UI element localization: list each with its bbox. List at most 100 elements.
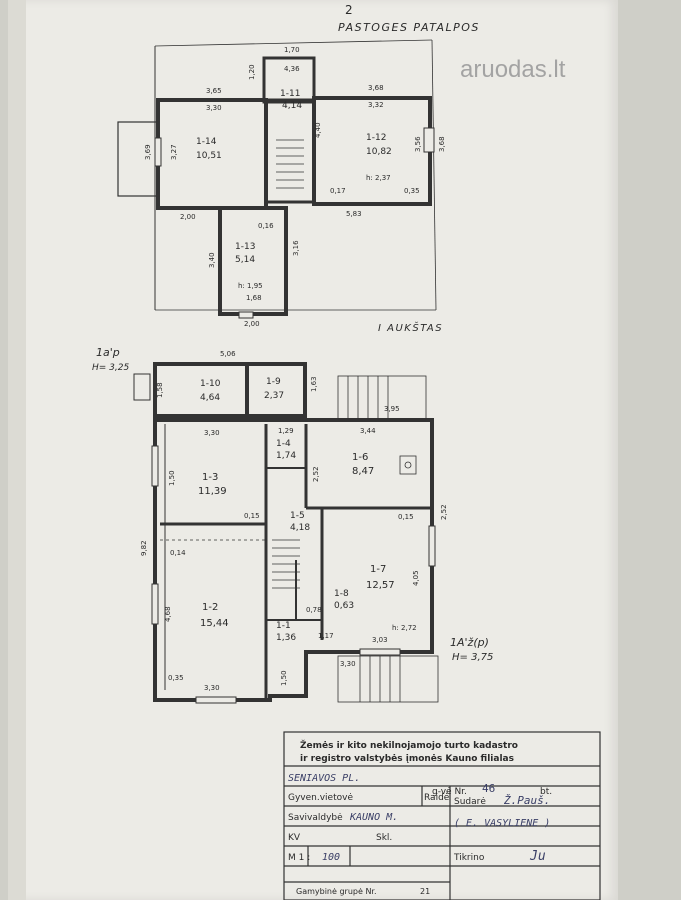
room-area: 15,44 [200, 618, 229, 629]
savivaldybe-label: Savivaldybė [288, 813, 343, 823]
gve-label: g-vė Nr. [432, 787, 467, 797]
raid-label: Raidė [424, 793, 450, 803]
first-floor-plan [133, 362, 439, 704]
dimension-label: 3,16 [292, 240, 300, 256]
room-id: 1-7 [370, 564, 386, 575]
dimension-label: 3,03 [372, 636, 388, 644]
gve-value: 46 [482, 782, 495, 795]
dimension-label: 3,69 [144, 144, 152, 160]
watermark-logo: aruodas.lt [460, 56, 566, 83]
dimension-label: 0,35 [168, 674, 184, 682]
dimension-label: 3,27 [170, 144, 178, 160]
dimension-label: 4,68 [164, 606, 172, 622]
dimension-label: 3,40 [208, 252, 216, 268]
room-id: 1-5 [290, 511, 305, 521]
tikrino-sign: Ju [529, 849, 546, 864]
sudare-sign: Ž.Pauš. [503, 794, 550, 807]
dimension-label: 1,50 [168, 470, 176, 486]
room-id: 1-2 [202, 602, 218, 613]
savivaldybe-value: KAUNO M. [349, 812, 398, 823]
dimension-label: 3,30 [340, 660, 356, 668]
dimension-label: 1,63 [310, 376, 318, 392]
room-area: 0,63 [334, 601, 354, 611]
bottom-label: Gamybinė grupė Nr. [296, 887, 377, 896]
dimension-label: 4,40 [314, 122, 322, 138]
room-area: 1,36 [276, 633, 296, 643]
page-number: 2 [345, 3, 353, 17]
dimension-label: 0,15 [398, 513, 414, 521]
dimension-label: 0,35 [404, 187, 420, 195]
scale-label: M 1 : [288, 853, 310, 863]
page-edge [8, 0, 26, 900]
dimension-label: 3,65 [206, 87, 222, 95]
room-id: 1-4 [276, 439, 291, 449]
compiler-name: ( E. VASYLIENE ) [454, 818, 550, 829]
first-floor-title: I AUKŠTAS [378, 321, 443, 334]
stamp-title-line1: Žemės ir kito nekilnojamojo turto kadast… [300, 739, 518, 751]
block-height: H= 3,25 [92, 363, 129, 373]
room-area: 12,57 [366, 580, 395, 591]
stamp-title-line2: ir registro valstybės įmonės Kauno filia… [300, 754, 514, 764]
dimension-label: 1,68 [246, 294, 262, 302]
dimension-label: 0,17 [330, 187, 346, 195]
dimension-label: 3,68 [438, 136, 446, 152]
dimension-label: 3,44 [360, 427, 376, 435]
attic-room-area: 10,82 [366, 147, 392, 157]
room-id: 1-1 [276, 621, 291, 631]
dimension-label: 0,16 [258, 222, 274, 230]
skl-label: Skl. [376, 833, 392, 843]
attic-room-id: 1-11 [280, 89, 300, 99]
room-area: 11,39 [198, 486, 227, 497]
block-label: 1a'p [96, 346, 120, 359]
room-id: 1-10 [200, 379, 221, 389]
dimension-label: 5,06 [220, 350, 236, 358]
room-id: 1-3 [202, 472, 218, 483]
room-area: 1,74 [276, 451, 296, 461]
dimension-label: 1,58 [156, 382, 164, 398]
dimension-label: 1,20 [248, 64, 256, 80]
gyven-label: Gyven.vietovė [288, 793, 353, 803]
dimension-label: 2,52 [440, 504, 448, 520]
attic-room-area: 4,14 [282, 101, 302, 111]
height-label: h: 2,72 [392, 624, 417, 632]
dimension-label: 2,00 [180, 213, 196, 221]
room-id: 1-6 [352, 452, 368, 463]
dimension-label: 3,30 [204, 429, 220, 437]
dimension-label: 3,68 [368, 84, 384, 92]
dimension-label: 1,50 [280, 670, 288, 686]
scale-value: 100 [322, 852, 340, 863]
room-area: 2,37 [264, 391, 284, 401]
dimension-label: 4,05 [412, 570, 420, 586]
dimension-label: 2,52 [312, 466, 320, 482]
height-label: h: 2,37 [366, 174, 391, 182]
dimension-label: 3,30 [206, 104, 222, 112]
bottom-value: 21 [420, 887, 430, 896]
attic-room-id: 1-14 [196, 137, 217, 147]
dimension-label: 5,83 [346, 210, 362, 218]
dimension-label: 0,78 [306, 606, 322, 614]
dimension-label: 3,30 [204, 684, 220, 692]
room-area: 4,18 [290, 523, 310, 533]
attic-room-id: 1-12 [366, 133, 386, 143]
attic-room-area: 10,51 [196, 151, 222, 161]
room-area: 8,47 [352, 466, 374, 477]
tikrino-label: Tikrino [453, 853, 485, 863]
room-id: 1-9 [266, 377, 281, 387]
main-block-label: 1A'ž(p) [450, 636, 489, 649]
room-area: 4,64 [200, 393, 220, 403]
kv-label: KV [288, 833, 301, 843]
dimension-label: 1,70 [284, 46, 300, 54]
dimension-label: 2,00 [244, 320, 260, 328]
dimension-label: 0,14 [170, 549, 186, 557]
dimension-label: 3,32 [368, 101, 384, 109]
dimension-label: 9,82 [140, 540, 148, 556]
attic-plan [117, 39, 437, 319]
dimension-label: 0,15 [244, 512, 260, 520]
room-id: 1-8 [334, 589, 349, 599]
height-label: h: 1,95 [238, 282, 263, 290]
main-block-height: H= 3,75 [452, 652, 493, 663]
dimension-label: 1,29 [278, 427, 294, 435]
sudare-label: Sudarė [454, 797, 486, 807]
attic-title: PASTOGES PATALPOS [338, 21, 480, 34]
